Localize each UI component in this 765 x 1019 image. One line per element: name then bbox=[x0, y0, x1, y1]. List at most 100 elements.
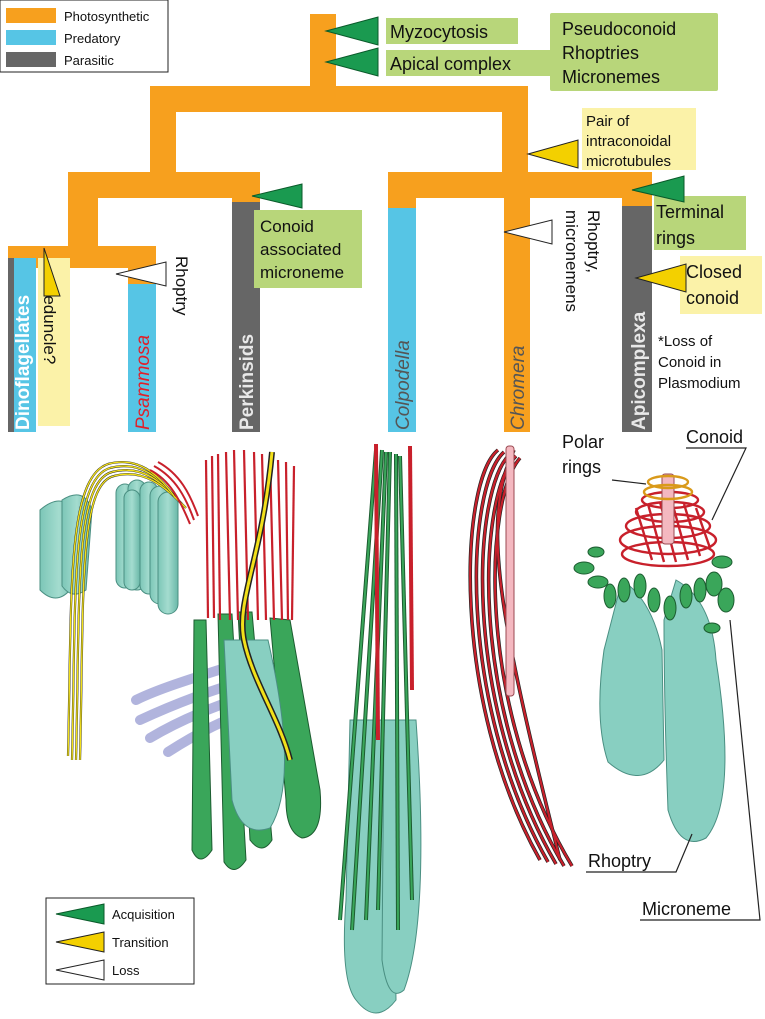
legend-acquisition-marker bbox=[55, 903, 105, 925]
legend-label-acquisition: Acquisition bbox=[112, 907, 175, 922]
label-microneme: Microneme bbox=[642, 899, 731, 919]
acquisition-marker-conoid-microneme bbox=[251, 183, 303, 209]
label-conoid: Conoid bbox=[686, 427, 743, 447]
taxon-chromera: Chromera bbox=[508, 346, 529, 430]
transition-marker-intraconoidal bbox=[526, 139, 579, 169]
svg-text:conoid: conoid bbox=[686, 288, 739, 308]
legend-loss-marker bbox=[55, 959, 105, 981]
dino-red-fibres bbox=[149, 461, 199, 525]
apicomplexa-illustration bbox=[573, 473, 735, 842]
loss-marker-rhoptry bbox=[115, 261, 167, 287]
event-apical-components: Pseudoconoid Rhoptries Micronemes bbox=[550, 13, 718, 91]
tree-crossbar-left bbox=[68, 172, 260, 198]
perkinsid-illustration bbox=[131, 449, 322, 870]
legend-swatch-predatory bbox=[6, 30, 56, 45]
psammosa-bar bbox=[128, 282, 156, 432]
event-conoid-microneme: Conoid associated microneme bbox=[251, 183, 362, 288]
tree-colpodella-stem bbox=[388, 172, 416, 208]
svg-text:Pseudoconoid: Pseudoconoid bbox=[562, 19, 676, 39]
apicomplexa-micronemes bbox=[573, 546, 735, 634]
dinoflagellate-illustration bbox=[39, 461, 199, 761]
svg-text:Conoid in: Conoid in bbox=[658, 354, 721, 371]
legend-label-loss: Loss bbox=[112, 963, 140, 978]
acquisition-marker-terminal-rings bbox=[631, 175, 685, 203]
apicomplexa-bar bbox=[622, 206, 652, 432]
taxon-colpodella: Colpodella bbox=[393, 340, 414, 430]
loss-marker-rhoptry-micronemes bbox=[503, 219, 553, 245]
tree-perkinsid-stem bbox=[232, 172, 260, 204]
perkinsid-conoid-fibres bbox=[204, 449, 296, 621]
legend-label-parasitic: Parasitic bbox=[64, 53, 114, 68]
legend-swatch-parasitic bbox=[6, 52, 56, 67]
svg-text:associated: associated bbox=[260, 240, 341, 259]
legend-top: Photosynthetic Predatory Parasitic bbox=[0, 0, 169, 73]
taxon-labels: Dinoflagellates Psammosa Perkinsids Colp… bbox=[13, 295, 650, 430]
label-polar-rings: Polar bbox=[562, 432, 604, 452]
svg-text:rings: rings bbox=[656, 228, 695, 248]
svg-text:microtubules: microtubules bbox=[586, 153, 671, 170]
event-myzocytosis: Myzocytosis bbox=[324, 16, 518, 46]
lineage-bars bbox=[8, 202, 652, 432]
tree-crossbar-top bbox=[150, 86, 528, 112]
transition-marker-peduncle bbox=[43, 247, 61, 297]
svg-text:Myzocytosis: Myzocytosis bbox=[390, 22, 488, 42]
svg-text:Terminal: Terminal bbox=[656, 202, 724, 222]
colpodella-rhoptry-right bbox=[381, 719, 422, 994]
svg-text:intraconoidal: intraconoidal bbox=[586, 133, 671, 150]
dino-peduncle-strands bbox=[66, 461, 187, 761]
taxon-perkinsids: Perkinsids bbox=[237, 334, 258, 430]
tree-chromera-stem bbox=[504, 172, 530, 432]
svg-text:Plasmodium: Plasmodium bbox=[658, 375, 741, 392]
dino-rhoptries bbox=[39, 479, 179, 615]
event-closed-conoid: Closed conoid bbox=[634, 256, 762, 314]
svg-text:microneme: microneme bbox=[260, 263, 344, 282]
event-terminal-rings: Terminal rings bbox=[631, 175, 746, 250]
apicomplexa-intraconoidal-tubules bbox=[661, 473, 675, 545]
svg-text:Rhoptry: Rhoptry bbox=[172, 256, 191, 316]
legend-label-photosynthetic: Photosynthetic bbox=[64, 9, 150, 24]
legend-label-predatory: Predatory bbox=[64, 31, 121, 46]
colpodella-red-fibres bbox=[374, 443, 414, 741]
colpodella-bar bbox=[388, 208, 416, 432]
svg-text:*Loss of: *Loss of bbox=[658, 333, 713, 350]
plasmodium-note: *Loss of Conoid in Plasmodium bbox=[658, 333, 741, 392]
taxon-dinoflagellates: Dinoflagellates bbox=[13, 295, 34, 430]
acquisition-marker-apical-complex bbox=[324, 47, 379, 77]
event-rhoptry-loss: Rhoptry bbox=[115, 256, 191, 316]
taxon-apicomplexa: Apicomplexa bbox=[629, 311, 650, 430]
svg-text:Pair of: Pair of bbox=[586, 113, 630, 130]
chromera-pink-tubule bbox=[505, 445, 515, 697]
event-rhoptry-micronemes-loss: Rhoptry, micronemens bbox=[503, 210, 603, 312]
event-intraconoidal: Pair of intraconoidal microtubules bbox=[526, 108, 696, 170]
apicomplexa-polar-rings bbox=[642, 474, 694, 501]
svg-text:Closed: Closed bbox=[686, 262, 742, 282]
legend-bottom: Acquisition Transition Loss bbox=[45, 897, 195, 985]
legend-swatch-photosynthetic bbox=[6, 8, 56, 23]
tree-right-stem bbox=[502, 86, 528, 186]
apicomplexa-rhoptry-left bbox=[599, 579, 665, 776]
svg-text:micronemens: micronemens bbox=[562, 210, 581, 312]
transition-marker-closed-conoid bbox=[634, 263, 687, 293]
svg-text:rings: rings bbox=[562, 457, 601, 477]
acquisition-marker-myzocytosis bbox=[324, 16, 379, 46]
colpodella-illustration bbox=[338, 443, 422, 1014]
svg-text:Conoid: Conoid bbox=[260, 217, 314, 236]
perkinsid-rhoptry-large bbox=[223, 639, 285, 831]
taxon-psammosa: Psammosa bbox=[133, 335, 154, 430]
tree-root-branch bbox=[310, 14, 336, 96]
label-rhoptry: Rhoptry bbox=[588, 851, 651, 871]
apicomplexa-rhoptry-right bbox=[663, 579, 726, 842]
structure-callouts: Polar rings Conoid Rhoptry Microneme bbox=[562, 427, 761, 921]
svg-text:Peduncle?: Peduncle? bbox=[40, 284, 59, 364]
chromera-illustration bbox=[468, 445, 574, 867]
tree-left-stem bbox=[150, 86, 176, 186]
event-peduncle: Peduncle? bbox=[38, 247, 70, 426]
svg-text:Apical complex: Apical complex bbox=[390, 54, 511, 74]
legend-transition-marker bbox=[55, 931, 105, 953]
svg-text:Rhoptry,: Rhoptry, bbox=[584, 210, 603, 273]
dinoflagellates-bar-dark bbox=[8, 258, 14, 432]
svg-text:Micronemes: Micronemes bbox=[562, 67, 660, 87]
svg-text:Rhoptries: Rhoptries bbox=[562, 43, 639, 63]
legend-label-transition: Transition bbox=[112, 935, 169, 950]
